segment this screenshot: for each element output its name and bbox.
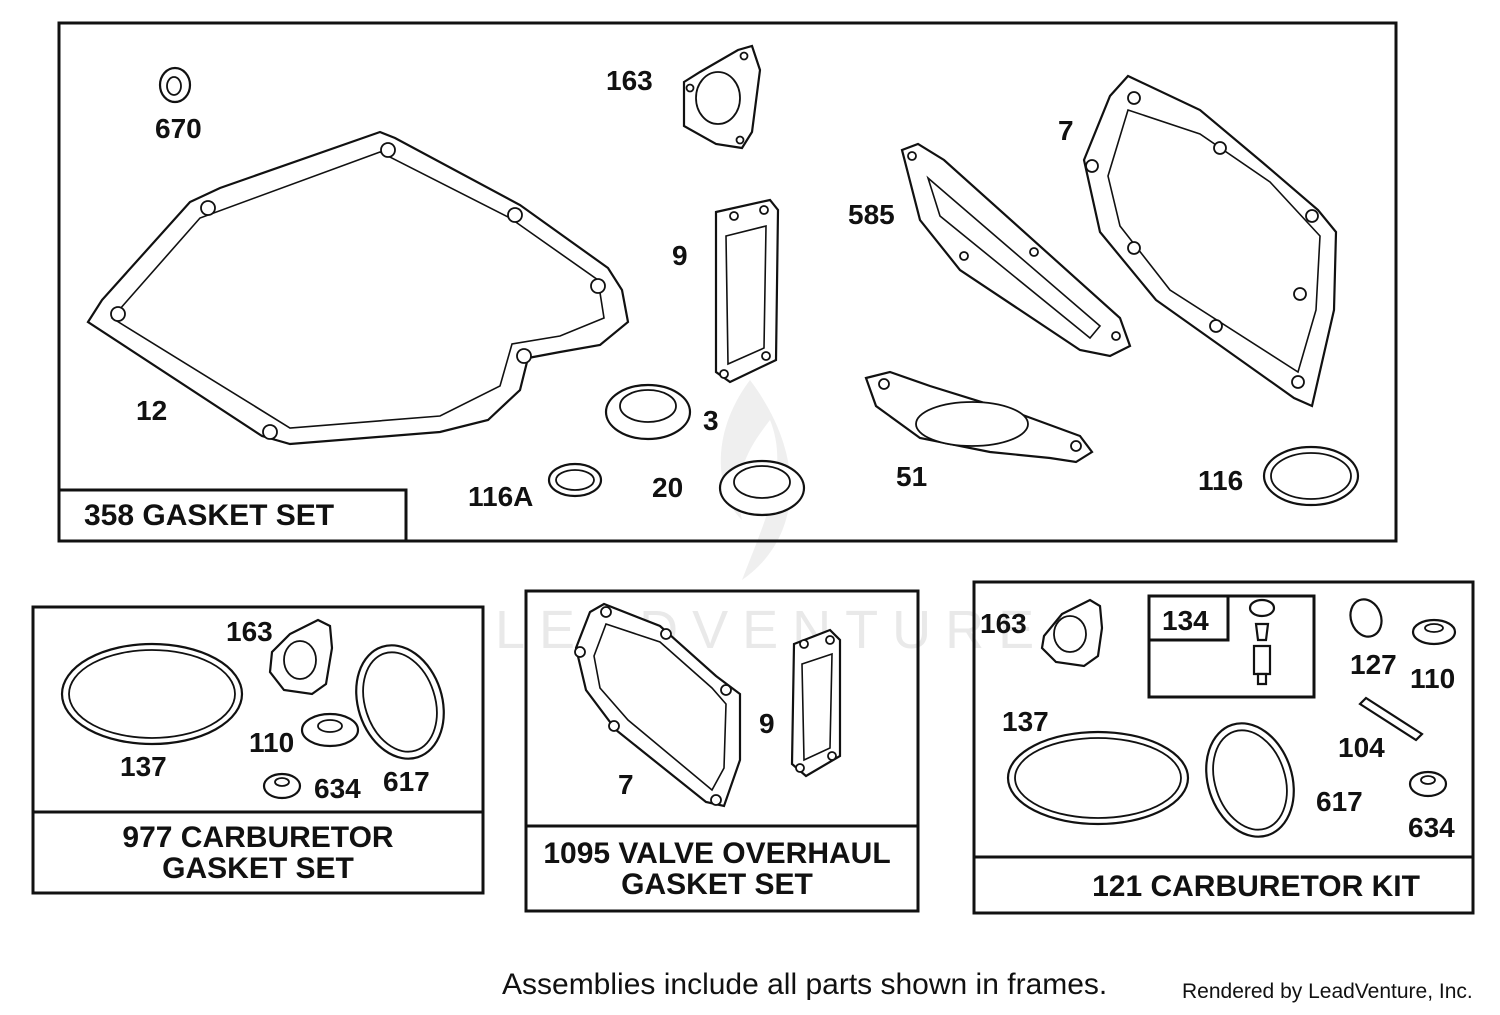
gasket-set-title-box [57,488,408,543]
part-51-exhaust-gasket-icon [864,370,1094,464]
part-163-gasket-icon-c [1040,598,1104,668]
callout-585: 585 [848,199,895,230]
part-163-gasket-icon-b [268,618,334,696]
callout-617-a: 617 [383,766,430,797]
valve-overhaul-border [524,589,920,913]
carb-gasket-set-border [31,605,485,895]
callout-7: 7 [1058,115,1074,146]
callout-634-a: 634 [314,773,361,804]
callout-110-a: 110 [249,727,294,758]
callout-137-a: 137 [120,751,167,782]
callout-51: 51 [896,461,927,492]
gasket-set-border [57,21,1398,543]
gasket-set-title: 358 GASKET SET [84,499,334,532]
part-116a-oring-icon [547,462,603,498]
carb-gasket-set-frame: 977 CARBURETOR GASKET SET 137 163 617 11… [31,605,485,895]
part-7-head-gasket-icon-b [574,602,742,808]
part-116-oring-icon [1262,445,1360,507]
carb-gasket-set-title-line1: 977 CARBURETOR [122,821,394,854]
callout-127: 127 [1350,649,1397,680]
part-9-gasket-icon [714,198,780,384]
part-634-washer-icon [262,772,302,800]
callout-9: 9 [672,240,688,271]
carb-gasket-set-title-line2: GASKET SET [162,852,354,885]
callout-110-c: 110 [1410,663,1455,694]
part-670-seal-icon [158,66,192,104]
callout-116a: 116A [468,481,533,512]
callout-163: 163 [606,65,653,96]
part-110-washer-icon-c [1411,618,1457,646]
callout-134: 134 [1162,605,1209,636]
part-110-washer-icon [300,712,360,748]
callout-7-b: 7 [618,769,634,800]
valve-overhaul-frame: 1095 VALVE OVERHAUL GASKET SET 7 9 [524,589,920,913]
assemblies-footnote: Assemblies include all parts shown in fr… [502,968,1108,1001]
callout-12: 12 [136,395,167,426]
watermark-logo-icon [720,380,791,580]
part-3-oil-seal-icon [604,383,692,441]
valve-overhaul-title-line1: 1095 VALVE OVERHAUL [543,837,890,870]
carb-kit-title: 121 CARBURETOR KIT [1092,870,1420,903]
part-634-washer-icon-c [1408,770,1448,798]
gasket-set-frame: 358 GASKET SET 670 12 163 [57,21,1398,543]
callout-137-c: 137 [1002,706,1049,737]
part-163-gasket-icon [682,44,762,150]
part-585-gasket-icon [900,142,1132,358]
part-127-plug-icon [1349,598,1383,638]
callout-20: 20 [652,472,683,503]
part-12-crankcase-gasket-icon [86,130,630,446]
part-20-oil-seal-icon [718,459,806,517]
callout-634-c: 634 [1408,812,1455,843]
callout-116: 116 [1198,465,1243,496]
part-137-gasket-icon [60,642,244,746]
callout-617-c: 617 [1316,786,1363,817]
carb-kit-border [972,580,1475,915]
callout-163-b: 163 [226,616,273,647]
render-credit: Rendered by LeadVenture, Inc. [1182,980,1473,1003]
callout-104: 104 [1338,732,1385,763]
part-617-gasket-icon-c [1205,722,1295,838]
needle-valve-icon [1248,598,1276,686]
callout-9-b: 9 [759,708,775,739]
part-104-pin-icon [1358,696,1424,742]
part-134-needle-valve-frame: 134 [1147,594,1316,699]
part-7-head-gasket-icon [1082,74,1338,408]
callout-3: 3 [703,405,719,436]
callout-670: 670 [155,113,202,144]
carb-kit-frame: 121 CARBURETOR KIT 163 134 127 110 [972,580,1475,915]
valve-overhaul-title-line2: GASKET SET [621,868,813,901]
callout-163-c: 163 [980,608,1027,639]
part-137-gasket-icon-c [1006,730,1190,826]
part-617-gasket-icon [355,644,445,760]
part-9-gasket-icon-b [790,628,842,778]
